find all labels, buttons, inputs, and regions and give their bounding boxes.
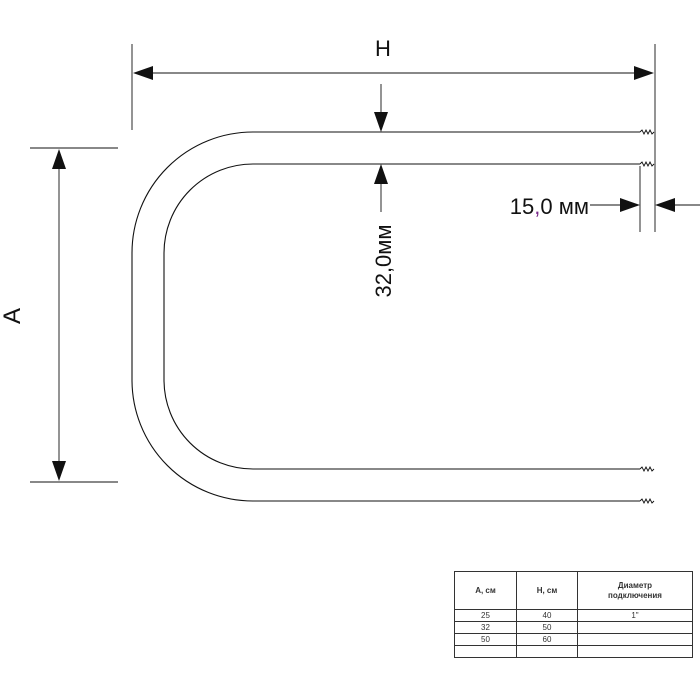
h-label: H xyxy=(375,36,391,61)
table-cell xyxy=(577,621,693,634)
table-row xyxy=(454,645,693,658)
a-arrow-bottom xyxy=(52,461,66,481)
table-cell: 50 xyxy=(516,621,578,634)
table-cell: 32 xyxy=(454,621,517,634)
table-row: 32 50 xyxy=(454,621,693,634)
gap-arrow-top xyxy=(374,112,388,132)
diameter-label: 15,0 мм xyxy=(510,194,589,219)
table-row: 50 60 xyxy=(454,633,693,646)
gap-label: 32,0мм xyxy=(371,224,396,297)
table-cell: 1" xyxy=(577,609,693,622)
table-cell xyxy=(516,645,578,658)
table-cell: 60 xyxy=(516,633,578,646)
table-cell: 25 xyxy=(454,609,517,622)
table-header-row: А, см Н, см Диаметр подключения xyxy=(454,571,693,610)
column-header: А, см xyxy=(454,571,517,610)
size-spec-table: А, см Н, см Диаметр подключения 25 40 1"… xyxy=(454,571,693,658)
a-arrow-top xyxy=(52,149,66,169)
table-row: 25 40 1" xyxy=(454,609,693,622)
table-cell: 40 xyxy=(516,609,578,622)
column-header: Диаметр подключения xyxy=(577,571,693,610)
table-cell xyxy=(577,645,693,658)
gap-arrow-bottom xyxy=(374,164,388,184)
pipe-inner-contour xyxy=(163,163,640,470)
column-header: Н, см xyxy=(516,571,578,610)
h-arrow-left xyxy=(133,66,153,80)
top-outer-thread xyxy=(639,128,655,136)
diameter-arrow-right xyxy=(655,198,675,212)
pipe-outer-contour xyxy=(131,131,640,502)
top-inner-thread xyxy=(639,160,655,168)
diameter-arrow-left xyxy=(620,198,640,212)
bottom-inner-thread xyxy=(639,465,655,473)
bottom-outer-thread xyxy=(639,497,655,505)
h-arrow-right xyxy=(634,66,654,80)
table-cell xyxy=(454,645,517,658)
a-label: A xyxy=(0,308,26,324)
table-cell: 50 xyxy=(454,633,517,646)
table-cell xyxy=(577,633,693,646)
